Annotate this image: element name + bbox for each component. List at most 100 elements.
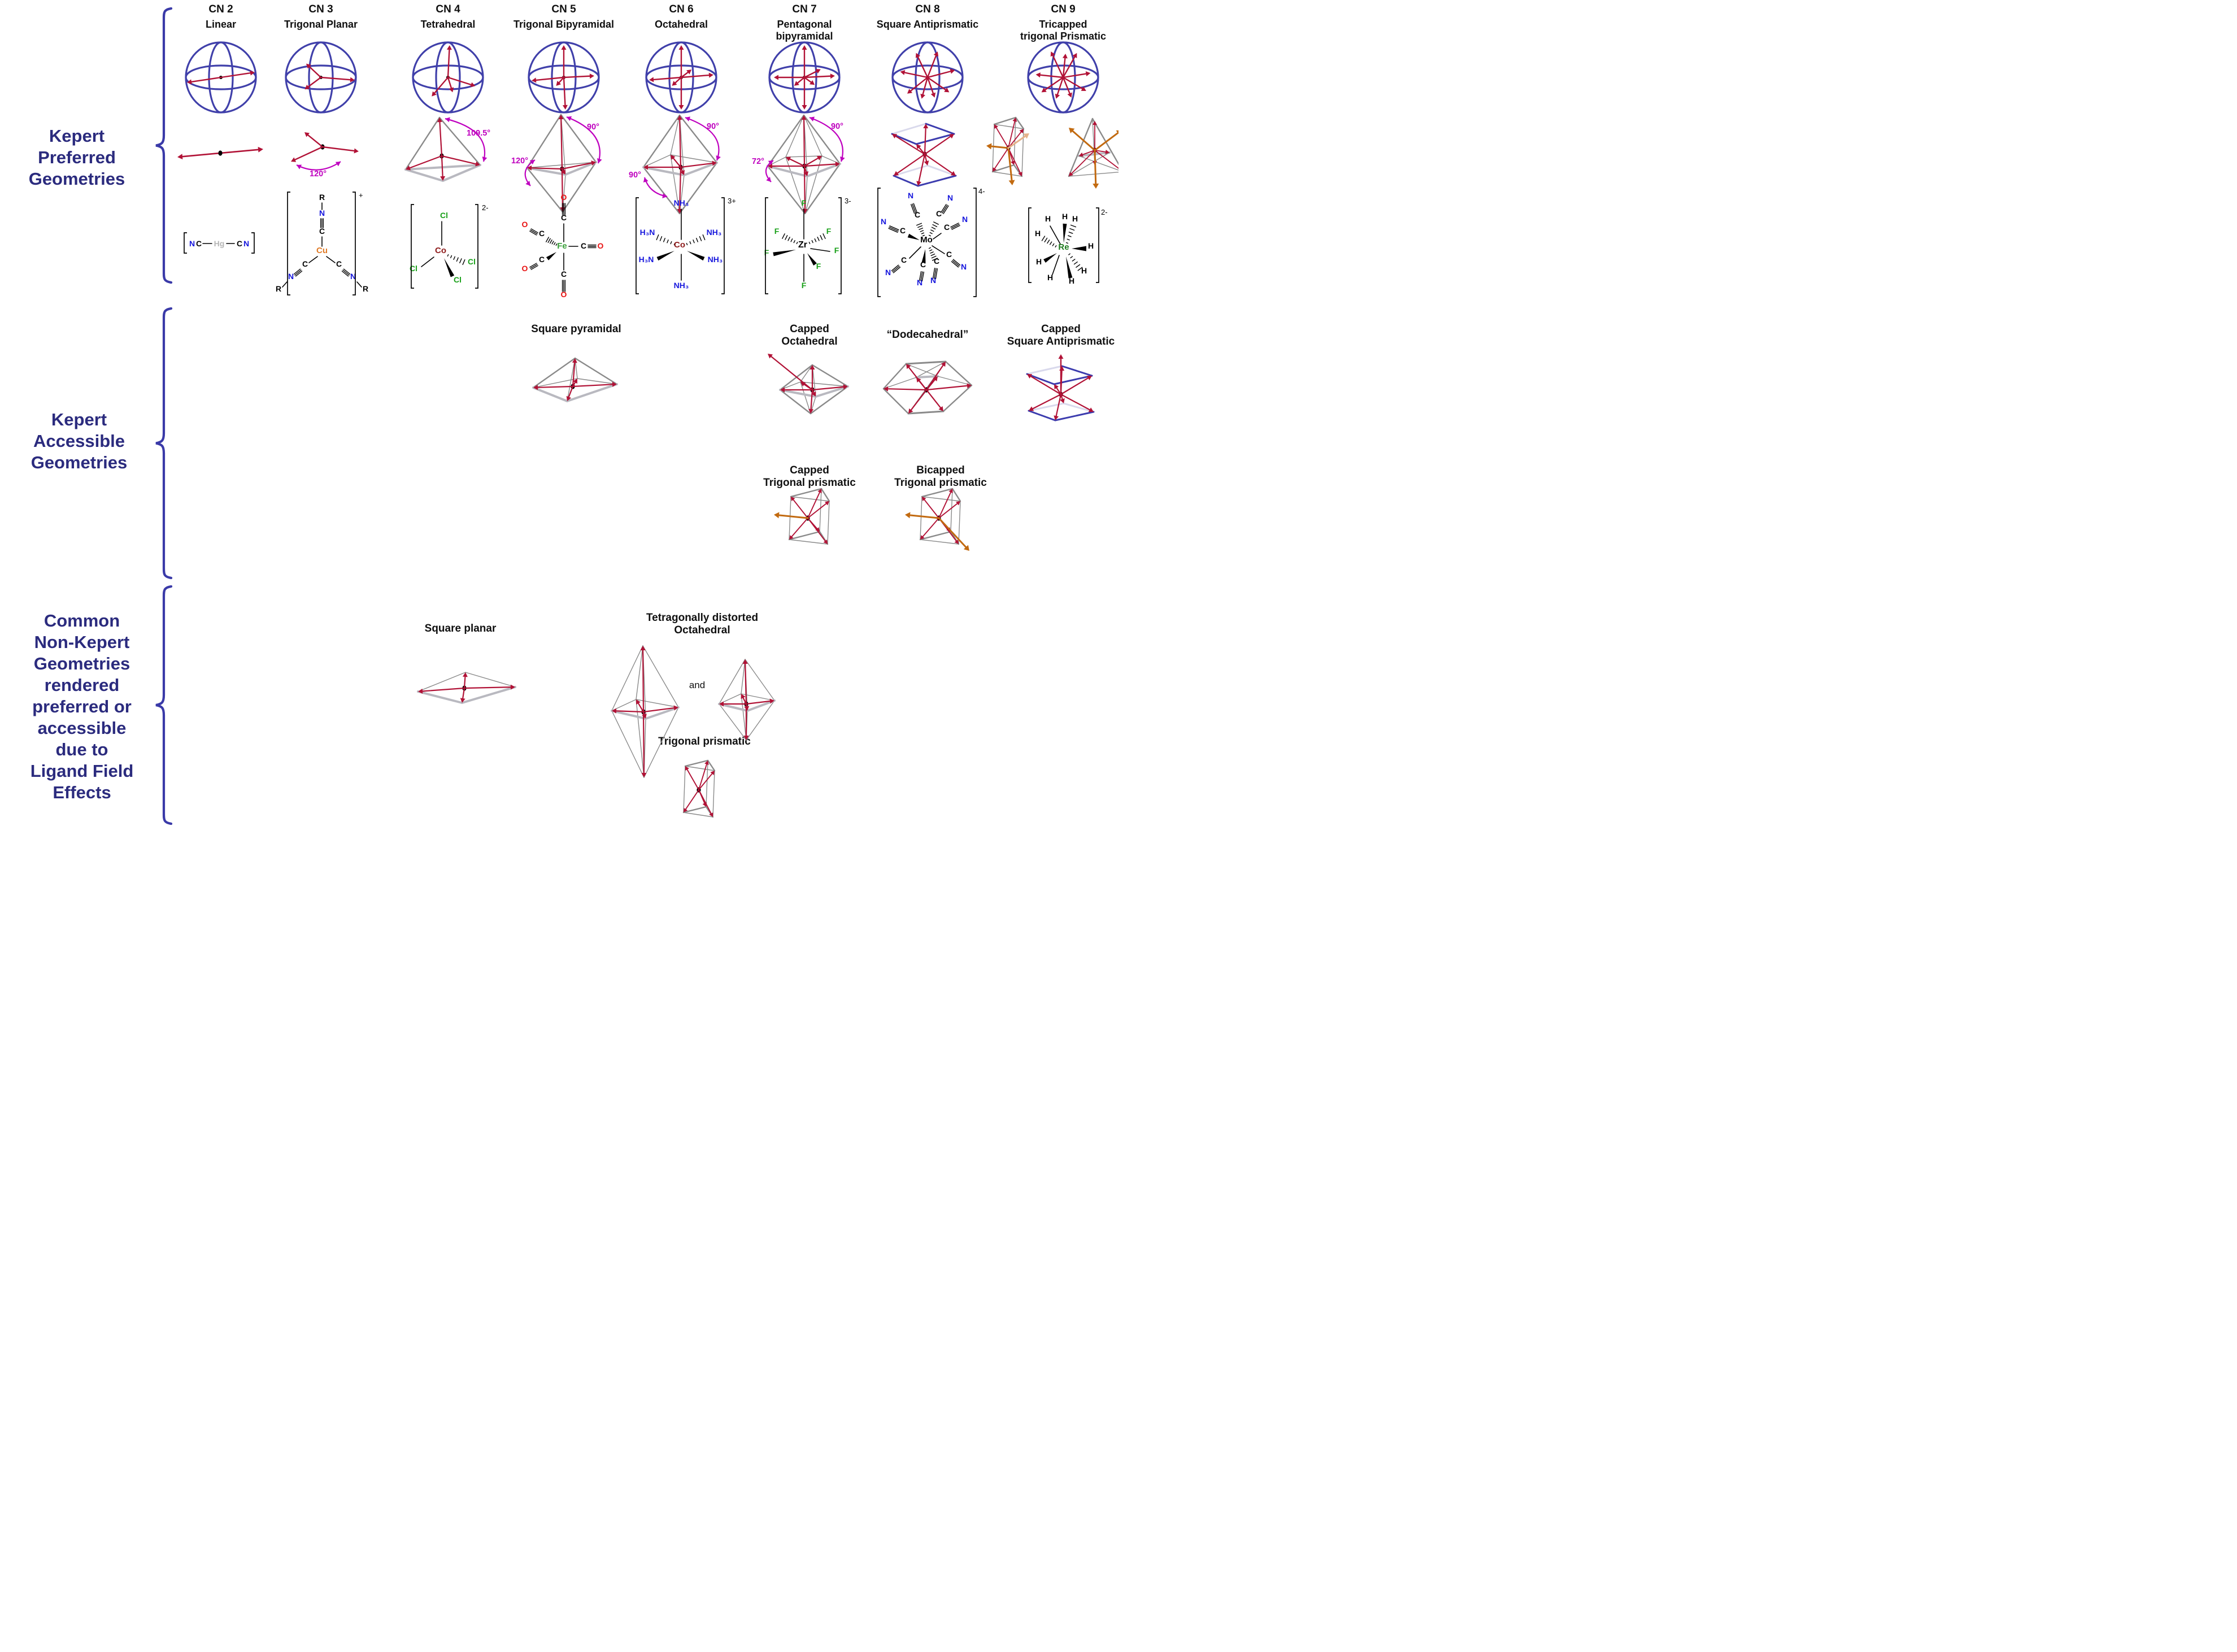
diagram-graphic	[894, 135, 926, 155]
diagram-graphic	[636, 699, 645, 778]
diagram-graphic	[177, 154, 183, 160]
diagram-graphic	[1051, 54, 1064, 79]
diagram-graphic	[673, 705, 678, 711]
diagram-graphic	[930, 251, 934, 254]
diagram-graphic	[1079, 152, 1083, 157]
diagram-graphic	[670, 154, 717, 163]
diagram-graphic	[1094, 150, 1107, 153]
diagram-graphic	[928, 234, 932, 237]
diagram-graphic	[304, 84, 310, 90]
diagram-graphic	[807, 253, 817, 266]
atom-label-Re: Re	[1058, 242, 1069, 252]
diagram-graphic	[800, 381, 811, 414]
diagram-graphic	[1062, 76, 1071, 95]
diagram-graphic	[802, 45, 807, 50]
diagram-graphic	[510, 684, 515, 690]
brace-nonkepert	[155, 585, 173, 825]
diagram-graphic	[803, 75, 832, 79]
diagram-graphic	[447, 254, 449, 257]
diagram-graphic	[295, 271, 303, 277]
diagram-graphic	[1043, 253, 1057, 263]
diagram-graphic	[1050, 225, 1061, 245]
diagram-graphic	[793, 240, 795, 244]
diagram-graphic	[612, 381, 617, 387]
diagram-graphic	[808, 241, 811, 245]
diagram-graphic	[888, 228, 898, 233]
diagram-graphic	[1028, 402, 1065, 412]
diagram-graphic	[906, 364, 911, 369]
diagram-graphic	[989, 145, 1009, 149]
diagram-graphic	[462, 687, 465, 700]
diagram-graphic	[708, 72, 713, 78]
diagram-graphic	[404, 168, 444, 182]
geometry-square-antiprismatic	[891, 123, 957, 187]
geometry-octahedral: 90°90°	[629, 114, 721, 215]
charge-label: 3+	[728, 197, 736, 205]
diagram-graphic	[1094, 150, 1118, 169]
diagram-graphic	[1073, 261, 1078, 265]
diagram-graphic	[1068, 118, 1094, 177]
diagram-graphic	[667, 239, 669, 244]
diagram-graphic	[566, 395, 572, 401]
diagram-graphic	[721, 197, 725, 294]
diagram-graphic	[1052, 255, 1060, 275]
diagram-graphic	[671, 155, 676, 160]
diagram-graphic	[951, 224, 960, 229]
diagram-graphic	[439, 120, 443, 157]
atom-label-N: N	[885, 268, 891, 277]
shape-elongated-octahedral	[611, 645, 680, 778]
diagram-graphic	[250, 70, 255, 76]
diagram-graphic	[463, 686, 512, 689]
geometry-pentagonal-bipyramidal: 72°90°	[752, 114, 845, 215]
diagram-graphic	[562, 105, 568, 110]
diagram-graphic	[785, 235, 788, 240]
shape-capped-octahedral	[768, 354, 849, 415]
diagram-graphic	[907, 233, 920, 240]
diagram-graphic	[933, 51, 939, 57]
atom-label-C: C	[920, 260, 926, 269]
diagram-graphic	[1043, 76, 1064, 91]
diagram-graphic	[678, 162, 718, 215]
diagram-graphic	[689, 241, 691, 245]
diagram-graphic	[1096, 207, 1099, 283]
column-subtitle-cn6: Octahedral	[654, 19, 708, 30]
atom-label-Cl: Cl	[440, 211, 448, 220]
diagram-graphic	[611, 710, 645, 778]
diagram-graphic	[185, 64, 257, 90]
diagram-graphic	[572, 358, 577, 363]
diagram-graphic	[827, 501, 830, 545]
diagram-graphic	[1085, 71, 1091, 77]
diagram-graphic	[550, 239, 552, 244]
diagram-graphic	[921, 488, 954, 498]
diagram-graphic	[712, 770, 715, 818]
diagram-graphic	[572, 384, 614, 388]
diagram-graphic	[1062, 73, 1088, 79]
diagram-graphic	[530, 264, 538, 269]
diagram-graphic	[916, 223, 922, 226]
diagram-graphic	[742, 659, 748, 664]
diagram-graphic	[1027, 64, 1099, 90]
geometry-linear	[177, 146, 263, 160]
diagram-graphic	[790, 496, 830, 502]
diagram-graphic	[950, 171, 956, 176]
column-title-cn8: CN 8	[915, 3, 940, 15]
diagram-graphic	[456, 257, 459, 262]
atom-label-F: F	[764, 248, 769, 257]
diagram-graphic	[921, 232, 925, 234]
diagram-graphic	[884, 386, 889, 392]
diagram-graphic	[1013, 117, 1016, 166]
diagram-graphic	[442, 164, 481, 182]
diagram-graphic	[768, 160, 773, 166]
diagram-graphic	[560, 114, 597, 163]
diagram-graphic	[683, 812, 713, 818]
diagram-graphic	[404, 116, 441, 171]
diagram-graphic	[659, 236, 663, 241]
diagram-graphic	[529, 263, 537, 268]
diagram-graphic	[1077, 267, 1083, 271]
atom-label-N: N	[917, 278, 922, 287]
diagram-graphic	[440, 176, 446, 181]
diagram-graphic	[952, 260, 960, 267]
diagram-graphic	[642, 713, 647, 719]
diagram-graphic	[567, 116, 572, 121]
